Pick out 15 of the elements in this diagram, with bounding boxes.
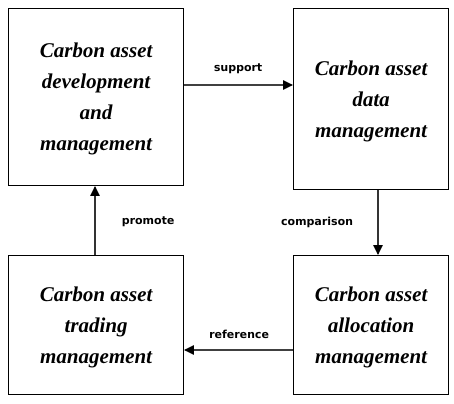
edge-label: support: [214, 61, 262, 75]
process-box: [8, 255, 184, 395]
arrow: [184, 80, 293, 90]
edge-label: promote: [122, 214, 174, 228]
arrow: [184, 345, 293, 355]
box-label: Carbon asset data management: [314, 54, 428, 144]
box-label: Carbon asset allocation management: [314, 280, 428, 370]
process-box: [293, 8, 449, 190]
box-label: Carbon asset trading management: [38, 280, 154, 370]
arrow: [90, 186, 100, 255]
process-box: [8, 8, 184, 186]
box-label: Carbon asset development and management: [38, 37, 154, 157]
edge-label: comparison: [281, 215, 353, 229]
process-box: [293, 255, 449, 395]
arrow: [373, 190, 383, 255]
